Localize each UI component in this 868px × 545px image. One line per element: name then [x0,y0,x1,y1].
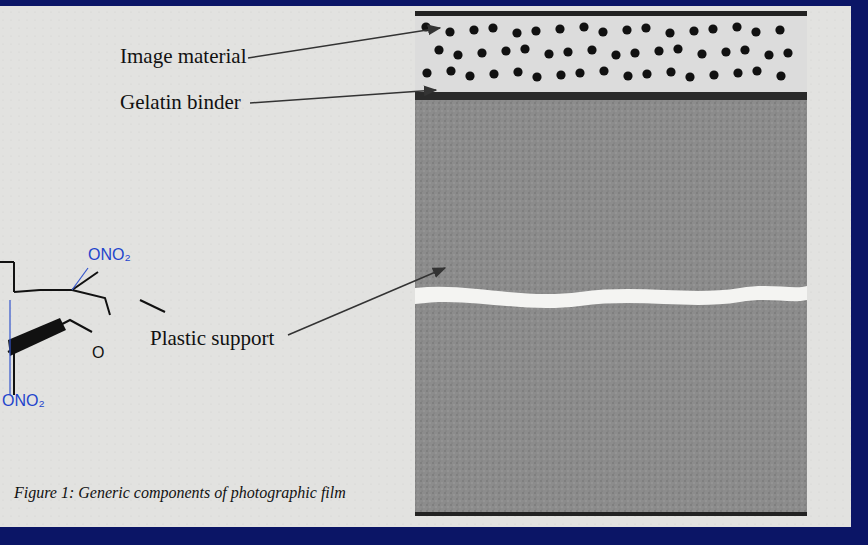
grain-dot [544,49,553,58]
grain-dot [666,67,675,76]
grain-dot [673,44,682,53]
grain-dot [751,27,760,36]
grain-dot [579,22,588,31]
grain-dot [732,22,741,31]
leader-line [288,268,445,335]
grain-dot [575,68,584,77]
grain-dot [622,25,631,34]
grain-dot [434,45,443,54]
part-label: Gelatin binder [120,90,241,115]
grain-dot [520,44,529,53]
grain-dot [641,23,650,32]
grain-dot [721,47,730,56]
leader-line [248,28,440,58]
grain-dot [764,50,773,59]
grain-dot [752,66,761,75]
gelatin-boundary [415,92,807,100]
grain-dot [733,68,742,77]
bottom-edge [415,512,807,516]
grain-dot [599,66,608,75]
grain-dot [623,71,632,80]
grain-dot [501,46,510,55]
part-label: Plastic support [150,326,274,351]
grain-dot [489,69,498,78]
grain-dot [654,46,663,55]
grain-dot [555,24,564,33]
silver-grains [421,22,792,81]
grain-dot [453,50,462,59]
grain-dot [708,24,717,33]
grain-dot [665,28,674,37]
grain-dot [598,27,607,36]
grain-dot [512,28,521,37]
ring-oxygen: O [92,344,104,362]
grain-dot [709,70,718,79]
grain-dot [532,72,541,81]
grain-dot [563,47,572,56]
grain-dot [689,26,698,35]
plastic-support [415,100,807,512]
grain-dot [697,49,706,58]
grain-dot [488,23,497,32]
grain-dot [587,45,596,54]
substituent-bonds [10,268,88,395]
grain-dot [740,45,749,54]
grain-dot [556,70,565,79]
grain-dot [465,71,474,80]
grain-dot [630,48,639,57]
grain-dot [775,25,784,34]
grain-dot [642,69,651,78]
part-label: Image material [120,44,247,69]
grain-dot [422,68,431,77]
grain-dot [685,72,694,81]
chemical-group: ONO₂ [2,392,45,410]
grain-dot [445,27,454,36]
break-line [415,286,807,308]
wedge-bond [8,318,66,356]
grain-dot [469,25,478,34]
grain-dot [776,71,785,80]
scanned-page [0,6,851,527]
figure-caption: Figure 1: Generic components of photogra… [14,484,346,502]
grain-dot [531,26,540,35]
top-edge [415,11,807,16]
nitrocellulose-structure [0,262,165,395]
leader-line [250,90,436,103]
image-layer [415,16,807,93]
grain-dot [783,48,792,57]
grain-dot [446,66,455,75]
grain-dot [513,67,522,76]
grain-dot [611,50,620,59]
grain-dot [477,48,486,57]
chemical-group: ONO₂ [88,246,131,264]
